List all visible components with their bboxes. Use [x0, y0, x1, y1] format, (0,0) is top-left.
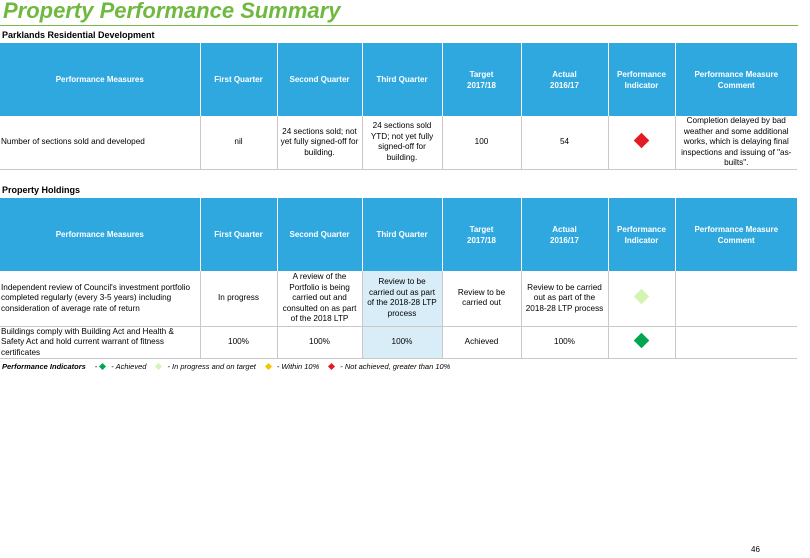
achieved-diamond-icon [99, 362, 107, 371]
second-quarter-cell: A review of the Portfolio is being carri… [276, 271, 362, 327]
legend-item-achieved: - Achieved [99, 362, 146, 371]
first-quarter-cell: 100% [199, 326, 277, 359]
page-number: 46 [751, 545, 760, 554]
header-performance-measures: Performance Measures [0, 198, 200, 271]
target-cell: Achieved [441, 326, 521, 359]
indicator-cell [607, 326, 675, 359]
second-quarter-cell: 24 sections sold; not yet fully signed-o… [276, 116, 362, 170]
indicator-cell [607, 271, 675, 327]
comment-cell [674, 271, 797, 327]
section-title-property-holdings: Property Holdings [2, 185, 81, 195]
comment-cell [674, 326, 797, 359]
measure-cell: Independent review of Council's investme… [0, 271, 200, 327]
table-row: Number of sections sold and developed ni… [0, 116, 797, 170]
first-quarter-cell: In progress [199, 271, 277, 327]
not-achieved-diamond-icon [328, 362, 336, 371]
within-10-diamond-icon [264, 362, 272, 371]
target-cell: Review to be carried out [441, 271, 521, 327]
third-quarter-cell: 24 sections sold YTD; not yet fully sign… [361, 116, 442, 170]
measure-cell: Number of sections sold and developed [0, 116, 200, 170]
header-second-quarter: Second Quarter [276, 198, 362, 271]
table-header-row: Performance Measures First Quarter Secon… [0, 198, 797, 271]
actual-cell: 100% [520, 326, 608, 359]
parklands-performance-table: Performance Measures First Quarter Secon… [0, 43, 797, 170]
third-quarter-cell: Review to be carried out as part of the … [361, 271, 442, 327]
title-divider [0, 25, 798, 26]
legend-item-not-achieved: - Not achieved, greater than 10% [328, 362, 450, 371]
legend-item-within-10: - Within 10% [264, 362, 319, 371]
table-row: Buildings comply with Building Act and H… [0, 326, 797, 359]
measure-cell: Buildings comply with Building Act and H… [0, 326, 200, 359]
section-title-parklands: Parklands Residential Development [2, 30, 155, 40]
first-quarter-cell: nil [199, 116, 277, 170]
not-achieved-diamond-icon [633, 132, 650, 149]
third-quarter-cell: 100% [361, 326, 442, 359]
header-performance-measures: Performance Measures [0, 43, 200, 116]
table-row: Independent review of Council's investme… [0, 271, 797, 327]
header-second-quarter: Second Quarter [276, 43, 362, 116]
header-third-quarter: Third Quarter [361, 43, 442, 116]
in-progress-diamond-icon [633, 288, 650, 305]
header-first-quarter: First Quarter [199, 198, 277, 271]
legend-item-in-progress: - In progress and on target [155, 362, 256, 371]
actual-cell: Review to be carried out as part of the … [520, 271, 608, 327]
target-cell: 100 [441, 116, 521, 170]
table-header-row: Performance Measures First Quarter Secon… [0, 43, 797, 116]
header-third-quarter: Third Quarter [361, 198, 442, 271]
comment-cell: Completion delayed by bad weather and so… [674, 116, 797, 170]
header-first-quarter: First Quarter [199, 43, 277, 116]
property-holdings-performance-table: Performance Measures First Quarter Secon… [0, 198, 797, 359]
legend-separator: - [94, 362, 98, 371]
page-title: Property Performance Summary [3, 0, 341, 23]
performance-indicators-legend: Performance Indicators - - Achieved - In… [2, 362, 460, 371]
indicator-cell [607, 116, 675, 170]
legend-label: Performance Indicators [2, 362, 86, 371]
achieved-diamond-icon [633, 332, 650, 349]
actual-cell: 54 [520, 116, 608, 170]
in-progress-diamond-icon [155, 362, 163, 371]
second-quarter-cell: 100% [276, 326, 362, 359]
